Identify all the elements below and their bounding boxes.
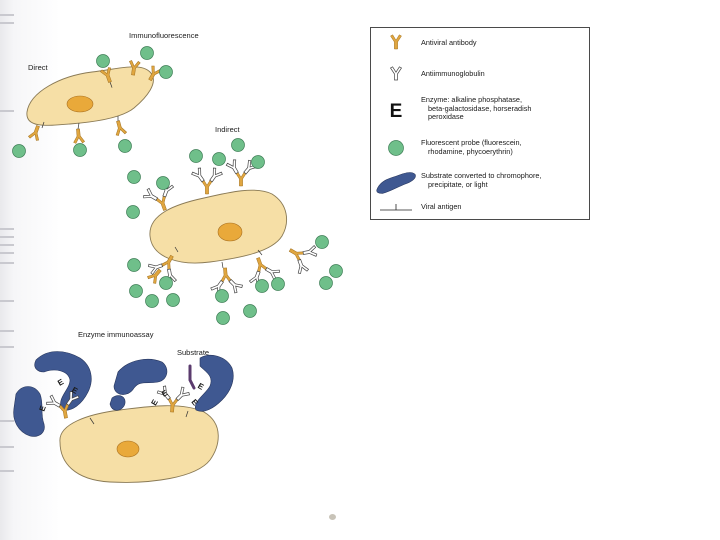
- eia-cell-group: [60, 406, 218, 483]
- fluorescent-probe-icon: [375, 138, 417, 158]
- fluorescent-probe: [119, 140, 132, 153]
- fluorescent-probe: [128, 171, 141, 184]
- indirect-cell: [150, 190, 287, 263]
- fluorescent-probe: [190, 150, 203, 163]
- direct-cell-group: [27, 67, 154, 126]
- legend-item-fluorescent-probe: Fluorescent probe (fluorescein, rhodamin…: [371, 136, 589, 160]
- direct-antibody: [28, 124, 43, 141]
- antiviral-antibody-icon: [375, 33, 417, 53]
- indirect-complex: [191, 167, 223, 194]
- fluorescent-probe: [232, 139, 245, 152]
- direct-antibody: [113, 120, 127, 137]
- fluorescent-probe: [213, 153, 226, 166]
- direct-antibody: [73, 129, 85, 144]
- fluorescent-probe: [272, 278, 285, 291]
- legend-label-line2: precipitate, or light: [421, 181, 586, 190]
- fluorescent-probe: [157, 177, 170, 190]
- fluorescent-probe: [252, 156, 265, 169]
- eia-cell: [60, 406, 218, 483]
- substrate-arrow: [190, 366, 194, 388]
- legend-label: Antiviral antibody: [421, 38, 477, 47]
- legend-item-antiviral-antibody: Antiviral antibody: [371, 33, 589, 53]
- fluorescent-probe: [167, 294, 180, 307]
- legend-label-line3: peroxidase: [421, 113, 586, 122]
- fluorescent-probe: [160, 277, 173, 290]
- indirect-cell-group: [150, 190, 287, 263]
- antiimmunoglobulin-icon: [375, 65, 417, 83]
- fluorescent-probe: [160, 66, 173, 79]
- legend-label: Enzyme: alkaline phosphatase,: [421, 95, 522, 104]
- enzyme-immunoassay-label: Enzyme immunoassay: [78, 330, 153, 339]
- indirect-label: Indirect: [215, 125, 240, 134]
- fluorescent-probe: [97, 55, 110, 68]
- legend-item-antiimmunoglobulin: Antiimmunoglobulin: [371, 65, 589, 83]
- immunofluorescence-title: Immunofluorescence: [129, 31, 199, 40]
- fluorescent-probe: [141, 47, 154, 60]
- legend-item-viral-antigen: Viral antigen: [371, 200, 589, 214]
- viral-antigen-icon: [375, 200, 417, 214]
- fluorescent-probe: [256, 280, 269, 293]
- fluorescent-probe: [128, 259, 141, 272]
- fluorescent-probe: [217, 312, 230, 325]
- fluorescent-probe: [330, 265, 343, 278]
- substrate-icon: [375, 167, 417, 195]
- legend-item-substrate: Substrate converted to chromophore, prec…: [371, 167, 589, 195]
- legend-item-enzyme: E Enzyme: alkaline phosphatase, beta-gal…: [371, 92, 589, 126]
- direct-label: Direct: [28, 63, 48, 72]
- fluorescent-probe: [127, 206, 140, 219]
- substrate-blob: [14, 387, 45, 437]
- fluorescent-probe: [316, 236, 329, 249]
- page-smudge: [329, 514, 336, 520]
- fluorescent-probe: [146, 295, 159, 308]
- fluorescent-probe: [13, 145, 26, 158]
- fluorescent-probe: [320, 277, 333, 290]
- direct-cell-nucleus: [67, 96, 93, 112]
- legend-label: Fluorescent probe (fluorescein,: [421, 138, 522, 147]
- substrate-blob: [114, 359, 167, 394]
- indirect-cell-nucleus: [218, 223, 242, 241]
- enzyme-icon: E: [375, 100, 417, 122]
- fluorescent-probe: [74, 144, 87, 157]
- substrate-label: Substrate: [177, 348, 209, 357]
- legend: Antiviral antibody Antiimmunoglobulin E …: [370, 27, 590, 220]
- direct-cell: [27, 67, 154, 126]
- legend-label: Substrate converted to chromophore,: [421, 171, 541, 180]
- fluorescent-probe: [130, 285, 143, 298]
- enzyme-glyph: E: [390, 102, 403, 121]
- legend-label-line2: rhodamine, phycoerythrin): [421, 148, 586, 157]
- legend-label: Viral antigen: [421, 202, 461, 211]
- substrate-blob: [110, 396, 125, 411]
- eia-cell-nucleus: [117, 441, 139, 457]
- fluorescent-probe: [216, 290, 229, 303]
- legend-label: Antiimmunoglobulin: [421, 69, 485, 78]
- fluorescent-probe: [244, 305, 257, 318]
